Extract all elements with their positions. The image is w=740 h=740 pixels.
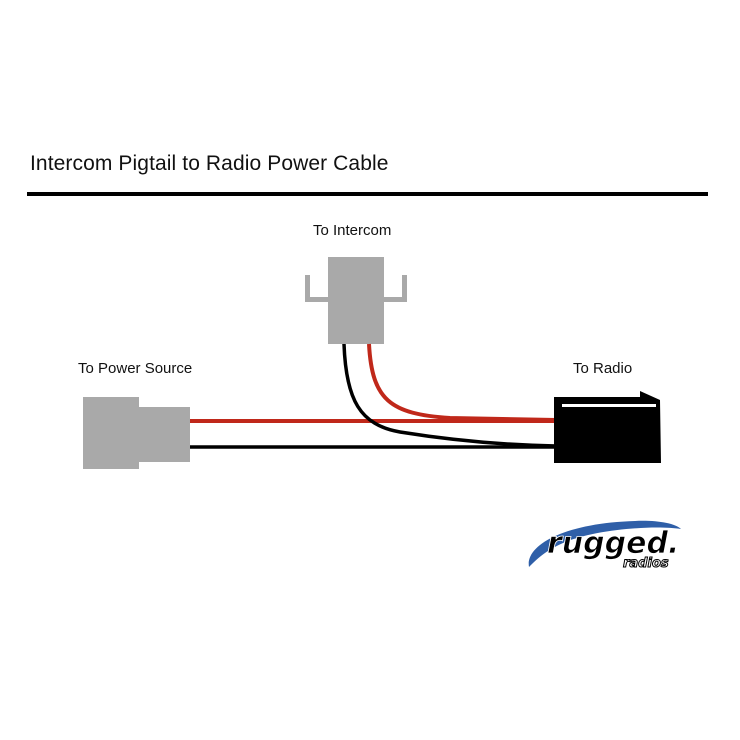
label-to-radio: To Radio — [573, 360, 633, 377]
power-connector-front — [137, 407, 190, 462]
power-source-connector — [83, 397, 190, 469]
title-divider — [27, 192, 708, 196]
black-wire-intercom-to-radio — [342, 343, 557, 448]
logo-main-text: rugged. — [547, 526, 679, 561]
intercom-connector-left-latch — [305, 275, 328, 302]
intercom-connector-body — [328, 257, 384, 344]
logo-swoosh — [528, 520, 681, 567]
intercom-connector-right-latch — [384, 275, 407, 302]
diagram-title: Intercom Pigtail to Radio Power Cable — [30, 152, 389, 175]
logo-sub-text: radios — [623, 556, 669, 571]
radio-connector — [554, 391, 661, 463]
red-wire-intercom-to-radio — [367, 343, 557, 422]
radio-connector-slot — [562, 404, 656, 407]
rugged-radios-logo: rugged. radios — [528, 520, 681, 572]
power-connector-rear — [83, 397, 139, 469]
radio-connector-body — [554, 391, 661, 463]
label-to-intercom: To Intercom — [313, 222, 392, 239]
label-to-power-source: To Power Source — [78, 360, 193, 377]
intercom-connector — [305, 257, 407, 344]
